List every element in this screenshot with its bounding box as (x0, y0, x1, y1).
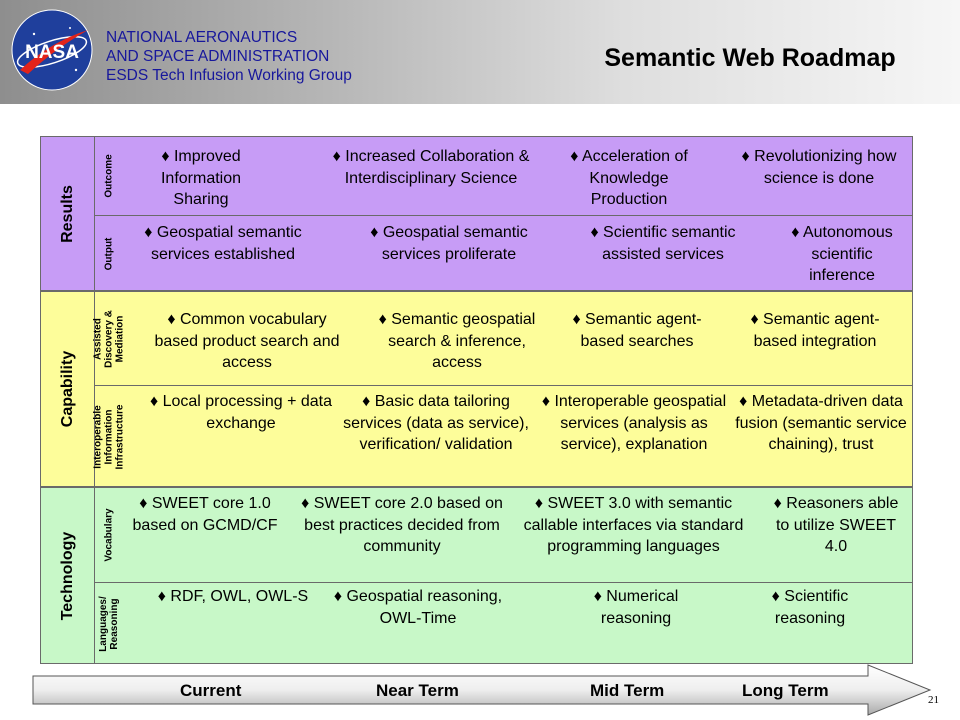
output-near-term: ♦ Geospatial semantic services prolifera… (370, 224, 528, 263)
row-divider (94, 385, 912, 386)
results-category-label: Results (41, 137, 95, 290)
timeline-arrow (32, 664, 932, 716)
timeline-label-mid-term: Mid Term (590, 681, 665, 700)
capability-band: Capability Assisted Discovery & Mediatio… (40, 291, 913, 487)
output-long-term: ♦ Autonomous scientific inference (791, 224, 893, 284)
reasoning-long-term: ♦ Scientific reasoning (771, 588, 849, 627)
vocabulary-near-term: ♦ SWEET core 2.0 based on best practices… (301, 495, 503, 555)
row-label-outcome: Outcome (103, 154, 115, 198)
row-label-languages-reasoning: Languages/ Reasoning (98, 595, 120, 652)
row-label-output: Output (103, 237, 115, 270)
org-line-2: AND SPACE ADMINISTRATION (106, 48, 330, 65)
row-label-interoperable-infrastructure: Interoperable Information Infrastructure (92, 404, 126, 470)
row-divider (94, 582, 912, 583)
technology-category-label: Technology (41, 488, 95, 663)
infrastructure-mid-term: ♦ Interoperable geospatial services (ana… (541, 393, 727, 453)
results-band: Results Outcome Output ♦ Improved Inform… (40, 136, 913, 291)
nasa-logo-text: NASA (25, 42, 79, 63)
outcome-mid-term: ♦ Acceleration of Knowledge Production (570, 148, 688, 208)
outcome-near-term: ♦ Increased Collaboration & Interdiscipl… (332, 148, 530, 187)
org-line-3: ESDS Tech Infusion Working Group (106, 67, 352, 84)
timeline-label-current: Current (180, 681, 242, 700)
technology-band: Technology Vocabulary Languages/ Reasoni… (40, 487, 913, 664)
row-label-assisted-discovery: Assisted Discovery & Mediation (92, 309, 126, 368)
output-mid-term: ♦ Scientific semantic assisted services (590, 224, 736, 263)
reasoning-mid-term: ♦ Numerical reasoning (593, 588, 679, 627)
nasa-logo: NASA (11, 9, 93, 91)
page-number: 21 (928, 694, 939, 706)
reasoning-current: ♦ RDF, OWL, OWL-S (157, 588, 309, 605)
discovery-current: ♦ Common vocabulary based product search… (154, 311, 340, 371)
output-current: ♦ Geospatial semantic services establish… (144, 224, 302, 263)
slide-title: Semantic Web Roadmap (604, 44, 896, 72)
discovery-mid-term: ♦ Semantic agent-based searches (572, 311, 702, 350)
discovery-long-term: ♦ Semantic agent-based integration (750, 311, 880, 350)
discovery-near-term: ♦ Semantic geospatial search & inference… (378, 311, 536, 371)
infrastructure-long-term: ♦ Metadata-driven data fusion (semantic … (735, 393, 907, 453)
timeline-label-long-term: Long Term (742, 681, 829, 700)
row-divider (94, 215, 912, 216)
infrastructure-current: ♦ Local processing + data exchange (149, 393, 333, 432)
outcome-current: ♦ Improved Information Sharing (160, 148, 242, 208)
row-label-vocabulary: Vocabulary (103, 508, 115, 562)
header-banner: NASA NATIONAL AERONAUTICS AND SPACE ADMI… (0, 0, 960, 104)
vocabulary-mid-term: ♦ SWEET 3.0 with semantic callable inter… (523, 495, 744, 555)
vocabulary-current: ♦ SWEET core 1.0 based on GCMD/CF (132, 495, 278, 534)
timeline-label-near-term: Near Term (376, 681, 459, 700)
vocabulary-long-term: ♦ Reasoners able to utilize SWEET 4.0 (773, 495, 899, 555)
outcome-long-term: ♦ Revolutionizing how science is done (741, 148, 897, 187)
org-line-1: NATIONAL AERONAUTICS (106, 29, 298, 46)
reasoning-near-term: ♦ Geospatial reasoning, OWL-Time (333, 588, 503, 627)
capability-category-label: Capability (41, 292, 95, 486)
organization-name: NATIONAL AERONAUTICS AND SPACE ADMINISTR… (106, 28, 352, 85)
infrastructure-near-term: ♦ Basic data tailoring services (data as… (343, 393, 529, 453)
